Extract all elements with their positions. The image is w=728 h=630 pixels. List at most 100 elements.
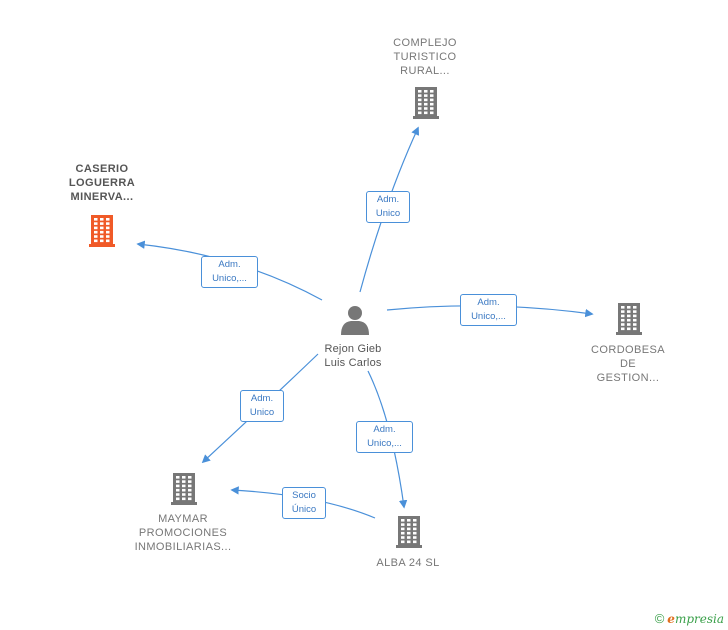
building-window [621,306,625,309]
building-window [176,480,180,483]
building-window [100,226,104,230]
building-window [188,480,192,483]
building-window [106,230,110,234]
building-icon-alba[interactable] [396,516,422,548]
building-window [407,523,411,526]
building-window [430,90,434,93]
brand-logo[interactable]: ©empresia [655,611,724,626]
building-window [407,527,411,531]
building-window [424,90,428,93]
building-window [182,493,186,496]
building-base [171,502,197,505]
building-window [407,536,411,539]
building-window [633,314,637,318]
building-window [176,493,180,496]
building-window [418,107,422,110]
company-label-maymar[interactable]: MAYMAR PROMOCIONES INMOBILIARIAS... [134,513,232,553]
building-window [188,488,192,492]
building-window [621,327,625,331]
building-window [627,323,631,326]
building-window [401,536,405,539]
building-window [633,323,637,326]
building-window [106,222,110,225]
building-window [188,497,192,501]
relation-label-caserio: Adm. Unico,... [201,256,258,288]
building-window [106,226,110,230]
building-window [413,540,417,544]
building-window [401,531,405,535]
person-label[interactable]: Rejon Gieb Luis Carlos [324,343,382,369]
building-window [633,310,637,313]
building-icon-complejo[interactable] [413,87,439,119]
brand-name-first: e [667,612,675,626]
building-window [633,306,637,309]
building-base [413,116,439,119]
building-window [176,484,180,488]
building-window [188,476,192,479]
building-window [413,523,417,526]
building-window [418,94,422,97]
building-window [430,94,434,97]
building-icon-cordobesa[interactable] [616,303,642,335]
building-window [407,531,411,535]
building-window [401,527,405,531]
building-window [621,323,625,326]
building-window [94,230,98,234]
company-label-caserio[interactable]: CASERIO LOGUERRA MINERVA... [68,163,136,203]
building-window [176,497,180,501]
building-icon-caserio[interactable] [89,215,115,247]
building-window [182,484,186,488]
building-window [424,111,428,115]
building-window [627,327,631,331]
building-window [182,480,186,483]
building-window [627,318,631,322]
building-window [407,519,411,522]
building-window [188,484,192,488]
building-window [633,327,637,331]
building-window [106,218,110,221]
building-window [182,476,186,479]
building-window [621,314,625,318]
building-window [627,314,631,318]
building-window [106,239,110,243]
building-window [430,107,434,110]
building-window [100,230,104,234]
building-window [418,98,422,102]
building-icon-maymar[interactable] [171,473,197,505]
building-window [100,218,104,221]
building-window [407,540,411,544]
building-window [424,107,428,110]
building-window [627,310,631,313]
company-label-alba[interactable]: ALBA 24 SL [376,557,440,569]
building-window [106,235,110,238]
building-base [616,332,642,335]
building-window [633,318,637,322]
building-base [396,545,422,548]
building-window [413,527,417,531]
building-window [621,310,625,313]
relation-label-complejo: Adm. Unico [366,191,410,223]
company-label-cordobesa[interactable]: CORDOBESA DE GESTION... [591,344,665,384]
building-window [430,98,434,102]
relation-label-cordobesa: Adm. Unico,... [460,294,517,326]
person-icon[interactable] [341,306,369,335]
building-window [424,94,428,97]
relation-label-maymar: Adm. Unico [240,390,284,422]
company-label-complejo[interactable]: COMPLEJO TURISTICO RURAL... [393,37,457,77]
building-window [182,488,186,492]
building-window [94,218,98,221]
building-window [418,111,422,115]
building-window [430,102,434,106]
building-window [94,226,98,230]
building-window [176,488,180,492]
building-window [413,536,417,539]
building-window [188,493,192,496]
building-window [418,90,422,93]
relation-label-alba-maymar: Socio Único [282,487,326,519]
building-window [413,531,417,535]
building-window [430,111,434,115]
building-window [94,222,98,225]
copyright-symbol: © [654,611,665,626]
building-window [401,540,405,544]
